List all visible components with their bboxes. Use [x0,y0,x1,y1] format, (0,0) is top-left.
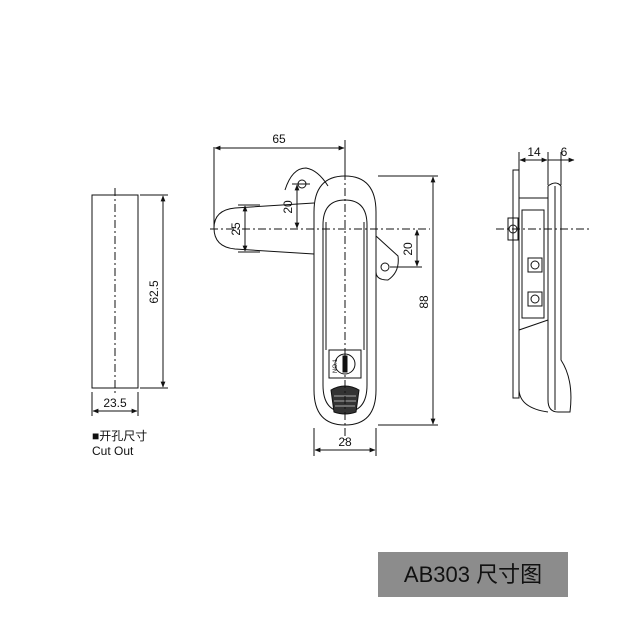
drawing-title: AB303 尺寸图 [378,552,568,597]
height-88-label: 88 [417,295,431,309]
cutout-label-chinese: ■开孔尺寸 [92,429,147,443]
front-view [210,140,438,456]
side-6-label: 6 [561,145,568,159]
lock-mark: NO.1 [333,358,339,373]
right-tab [375,235,399,281]
cutout-height-label: 62.5 [147,280,161,304]
right-hole [380,262,390,272]
handle-body-inner [322,199,368,413]
width-65-label: 65 [272,132,286,146]
cutout-label-english: Cut Out [92,444,134,458]
hole-20-top-label: 20 [281,200,295,214]
cutout-width-label: 23.5 [103,396,127,410]
arm-25-label: 25 [229,222,243,236]
side-view [496,152,590,413]
handle-body-outer [313,175,377,426]
hole-20-right-label: 20 [401,242,415,256]
side-handle [547,182,572,413]
panel-plate [512,169,520,399]
width-28-label: 28 [338,435,352,449]
side-14-label: 14 [527,145,541,159]
top-tab [284,167,329,191]
cutout-view [91,188,168,416]
